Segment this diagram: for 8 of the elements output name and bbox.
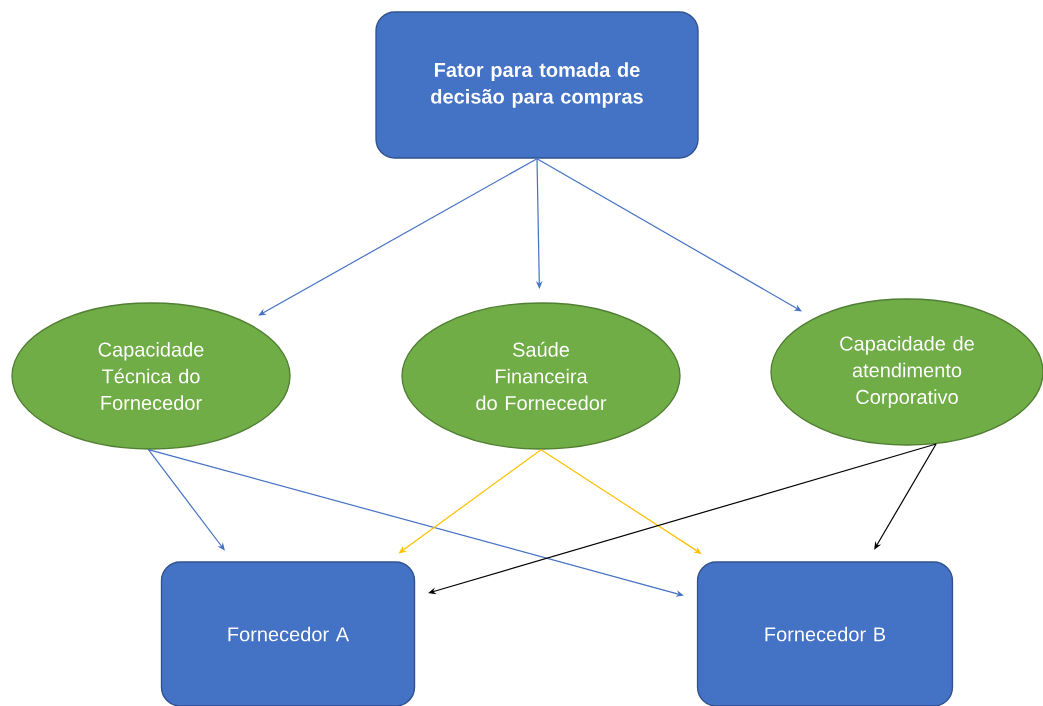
arrow — [428, 443, 937, 595]
arrow — [147, 449, 684, 597]
process-box: Fornecedor A — [160, 561, 416, 706]
arrow — [147, 449, 225, 551]
arrow — [874, 443, 937, 550]
process-box: Fornecedor B — [696, 561, 954, 706]
arrow — [258, 158, 538, 316]
process-box: Fator para tomada de decisão para compras — [375, 11, 699, 159]
